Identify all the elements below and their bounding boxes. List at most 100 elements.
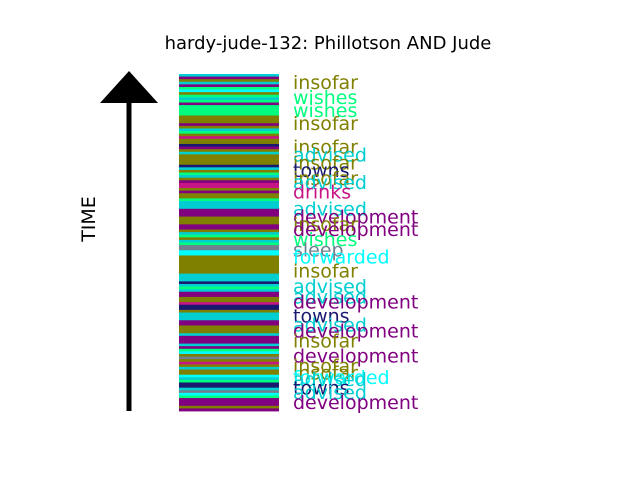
stripe-wishes — [179, 395, 279, 399]
term-label: advised — [293, 369, 367, 391]
stripe-drinks — [179, 185, 279, 189]
stripe-insofar — [179, 141, 279, 145]
stripe-development — [179, 102, 279, 106]
term-label: drinks — [293, 182, 351, 204]
stripe-development — [179, 291, 279, 295]
term-label: advised — [293, 315, 367, 337]
stripe-development — [179, 76, 279, 80]
stripe-development — [179, 400, 279, 404]
stripe-sleep — [179, 356, 279, 360]
stripe-advised — [179, 203, 279, 207]
stripe-advised — [179, 81, 279, 85]
stripe-towns — [179, 385, 279, 389]
stripe-development — [179, 226, 279, 230]
stripe-wishes — [179, 110, 279, 114]
stripe-towns — [179, 304, 279, 308]
stripe-wishes — [179, 234, 279, 238]
stripe-forwarded — [179, 89, 279, 93]
term-label: insofar — [293, 355, 358, 377]
term-label: insofar — [293, 214, 358, 236]
stripe-drinks — [179, 136, 279, 140]
stripe-wishes — [179, 348, 279, 352]
term-label: advised — [293, 172, 367, 194]
stripe-forwarded — [179, 392, 279, 396]
y-axis-label: TIME — [78, 196, 100, 243]
stripe-advised — [179, 175, 279, 179]
stripe-insofar — [179, 299, 279, 303]
stripe-insofar — [179, 369, 279, 373]
stripe-insofar — [179, 268, 279, 272]
stripe-wishes — [179, 107, 279, 111]
stripe-advised — [179, 283, 279, 287]
term-label: towns — [293, 306, 350, 328]
stripe-advised — [179, 232, 279, 236]
stripe-sleep — [179, 245, 279, 249]
stripe-sleep — [179, 247, 279, 251]
stripe-towns — [179, 143, 279, 147]
stripe-wishes — [179, 112, 279, 116]
stripe-insofar — [179, 156, 279, 160]
stripe-insofar — [179, 115, 279, 119]
stripe-drinks — [179, 182, 279, 186]
stripe-development — [179, 338, 279, 342]
stripe-advised — [179, 167, 279, 171]
stripe-wishes — [179, 99, 279, 103]
stripe-insofar — [179, 309, 279, 313]
stripe-development — [179, 123, 279, 127]
stripe-advised — [179, 366, 279, 370]
stripe-towns — [179, 281, 279, 285]
label-column: insofarwisheswishesinsofarinsofaradvised… — [293, 72, 418, 414]
stripe-development — [179, 213, 279, 217]
stripe-insofar — [179, 237, 279, 241]
stripe-insofar — [179, 219, 279, 223]
stripe-insofar — [179, 221, 279, 225]
term-label: wishes — [293, 229, 357, 251]
stripe-insofar — [179, 149, 279, 153]
term-label: forwarded — [293, 367, 390, 389]
term-label: insofar — [293, 260, 358, 282]
stripe-advised — [179, 387, 279, 391]
stripe-insofar — [179, 92, 279, 96]
stripe-wishes — [179, 131, 279, 135]
stripe-insofar — [179, 372, 279, 376]
stripe-towns — [179, 382, 279, 386]
term-label: development — [293, 207, 418, 229]
stripe-insofar — [179, 359, 279, 363]
stripe-advised — [179, 206, 279, 210]
term-label: advised — [293, 199, 367, 221]
term-label: insofar — [293, 137, 358, 159]
stripe-advised — [179, 151, 279, 155]
stripe-insofar — [179, 169, 279, 173]
term-label: insofar — [293, 72, 358, 94]
stripe-development — [179, 322, 279, 326]
term-label: development — [293, 320, 418, 342]
stripe-advised — [179, 276, 279, 280]
stripe-wishes — [179, 94, 279, 98]
stripe-wishes — [179, 105, 279, 109]
stripe-advised — [179, 74, 279, 77]
stripe-insofar — [179, 138, 279, 142]
stripe-advised — [179, 312, 279, 316]
stripe-wishes — [179, 242, 279, 246]
term-label: development — [293, 219, 418, 241]
stripe-insofar — [179, 260, 279, 264]
stripe-insofar — [179, 120, 279, 124]
stripe-insofar — [179, 154, 279, 158]
stripe-advised — [179, 333, 279, 337]
term-label: insofar — [293, 330, 358, 352]
stripe-advised — [179, 128, 279, 132]
stripe-sleep — [179, 390, 279, 394]
stripe-insofar — [179, 325, 279, 329]
term-label: insofar — [293, 152, 358, 174]
stripe-drinks — [179, 361, 279, 365]
term-label: wishes — [293, 87, 357, 109]
stripe-advised — [179, 343, 279, 347]
stripe-insofar — [179, 195, 279, 199]
term-label: towns — [293, 377, 350, 399]
stripe-insofar — [179, 328, 279, 332]
term-label: development — [293, 346, 418, 368]
stripe-insofar — [179, 229, 279, 233]
stripe-advised — [179, 278, 279, 282]
stripe-insofar — [179, 133, 279, 137]
stripe-insofar — [179, 258, 279, 262]
